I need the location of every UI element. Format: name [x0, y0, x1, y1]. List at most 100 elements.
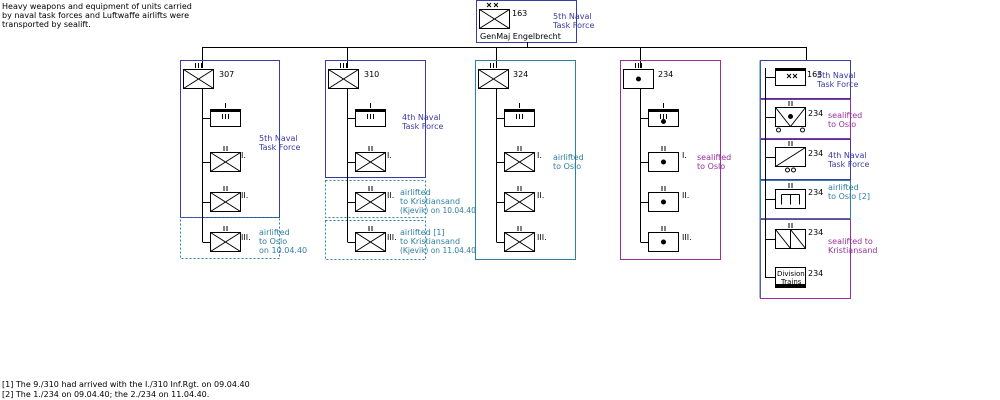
reg324-bn2: II.: [537, 191, 545, 200]
reg324-staff-company-bar: [504, 109, 535, 112]
div-unit1-x-b: [786, 73, 792, 79]
reg310-bn2-symbol: [355, 192, 386, 212]
reg307-task-1: 5th Naval: [259, 134, 298, 143]
reg234-task-1: sealifted: [697, 153, 732, 162]
reg234-number: 234: [658, 70, 674, 79]
div-unit6-number: 234: [808, 269, 824, 278]
reg310-symbol-cross-b: [328, 69, 359, 89]
reg234-bn3-symbol-dot: [661, 239, 666, 245]
reg324-bn3-symbol-cross-b: [504, 232, 535, 252]
reg310-bn3-symbol: [355, 232, 386, 252]
reg234-bn1-symbol: [648, 152, 679, 172]
reg324-bn2-symbol: [504, 192, 535, 212]
reg310-airlift3-1: airlifted [1]: [400, 228, 445, 237]
reg310-airlift2-1: airlifted: [400, 188, 431, 197]
hq-xx-d: [493, 2, 499, 8]
hq-commander: GenMaj Engelbrecht: [480, 32, 561, 41]
reg324-bn3: III.: [537, 233, 547, 242]
reg310-bn1: I.: [387, 151, 392, 160]
div-unit5-text-1: sealifted to: [828, 237, 873, 246]
div-unit3-wheel-a: [785, 167, 790, 173]
reg234-task-2: to Oslo: [697, 162, 726, 171]
reg307-bn3: III.: [241, 233, 251, 242]
reg307-bn2-symbol: [210, 192, 241, 212]
reg324-bn1-symbol: [504, 152, 535, 172]
reg324-bn2-symbol-cross-b: [504, 192, 535, 212]
reg234-staff-company-bar: [648, 109, 679, 112]
reg307-bn1-symbol-cross-b: [210, 152, 241, 172]
div-unit3-diag: [775, 147, 806, 167]
div-trains-label-1: Division: [777, 270, 805, 278]
reg310-bn3-symbol-cross-b: [355, 232, 386, 252]
hq-task-1: 5th Naval: [553, 12, 592, 21]
reg307-bn1: I.: [241, 151, 246, 160]
reg310-task-1: 4th Naval: [402, 113, 441, 122]
reg234-bn2-symbol: [648, 192, 679, 212]
reg310-airlift2-3: (Kjevik) on 10.04.40: [400, 206, 476, 215]
reg234-bn2: II.: [682, 191, 690, 200]
reg324-symbol-cross-b: [478, 69, 509, 89]
div-unit4-number: 234: [808, 188, 824, 197]
reg310-airlift3-2: to Kristiansand: [400, 237, 461, 246]
div-trains-label-2: Trains: [781, 278, 802, 286]
div-unit3-text-2: Task Force: [828, 160, 870, 169]
div-unit4-text-2: to Oslo [2]: [828, 192, 871, 201]
div-unit2-text-2: to Oslo: [828, 120, 857, 129]
reg324-task-1: airlifted: [553, 153, 584, 162]
reg310-bn2: II.: [387, 191, 395, 200]
div-unit1-symbol-bar: [775, 68, 806, 71]
reg307-bn1-symbol: [210, 152, 241, 172]
hq-division-symbol: [479, 9, 510, 29]
reg307-bn3-symbol: [210, 232, 241, 252]
reg307-bn2-symbol-cross-b: [210, 192, 241, 212]
div-unit1-number: 163: [807, 70, 823, 79]
note-line-2: by naval task forces and Luftwaffe airli…: [2, 11, 190, 20]
hq-number: 163: [512, 9, 528, 18]
reg307-airlift-1: airlifted: [259, 228, 290, 237]
reg324-bn1-symbol-cross-b: [504, 152, 535, 172]
div-unit1-text-2: Task Force: [817, 80, 859, 89]
reg234-symbol-dot: [636, 76, 641, 82]
reg310-staff-company-bar: [355, 109, 386, 112]
reg310-bn1-symbol: [355, 152, 386, 172]
reg307-bn2: II.: [241, 191, 249, 200]
hq-division-symbol-cross-b: [479, 9, 510, 29]
note-line-3: transported by sealift.: [2, 20, 91, 29]
reg234-symbol: [623, 69, 654, 89]
div-unit2-wheel-b: [800, 127, 805, 133]
footnote-2: [2] The 1./234 on 09.04.40; the 2./234 o…: [2, 390, 210, 399]
div-unit2-dot: [788, 114, 793, 119]
reg324-bn3-symbol: [504, 232, 535, 252]
div-unit5-z-c: [790, 229, 806, 249]
reg324-bn1: I.: [537, 151, 542, 160]
reg234-staff-dot: [661, 119, 666, 124]
reg307-airlift-3: on 10.04.40: [259, 246, 308, 255]
reg307-staff-company-bar: [210, 109, 241, 112]
div-unit5-number: 234: [808, 228, 824, 237]
div-unit4-text-1: airlifted: [828, 183, 859, 192]
div-unit3-symbol: [775, 147, 806, 167]
hq-task-2: Task Force: [553, 21, 595, 30]
reg324-symbol: [478, 69, 509, 89]
div-unit5-text-2: Kristiansand: [828, 246, 878, 255]
reg310-bn2-symbol-cross-b: [355, 192, 386, 212]
reg310-airlift3-3: (Kjevik) on 11.04.40: [400, 246, 476, 255]
note-line-1: Heavy weapons and equipment of units car…: [2, 2, 192, 11]
reg310-number: 310: [364, 70, 380, 79]
hq-xx-b: [486, 2, 492, 8]
div-unit3-wheel-b: [791, 167, 796, 173]
reg310-bn1-symbol-cross-b: [355, 152, 386, 172]
reg307-number: 307: [219, 70, 235, 79]
reg234-bn1: I.: [682, 151, 687, 160]
div-unit2-text-1: sealifted: [828, 111, 863, 120]
reg310-bn3: III.: [387, 233, 397, 242]
reg324-number: 324: [513, 70, 529, 79]
div-unit1-x-d: [792, 73, 798, 79]
reg234-bn1-symbol-dot: [661, 159, 666, 165]
div-unit2-number: 234: [808, 109, 824, 118]
reg310-task-2: Task Force: [402, 122, 444, 131]
reg307-symbol-cross-b: [183, 69, 214, 89]
footnote-1: [1] The 9./310 had arrived with the I./3…: [2, 380, 250, 389]
div-unit2-line-b: [790, 107, 806, 127]
